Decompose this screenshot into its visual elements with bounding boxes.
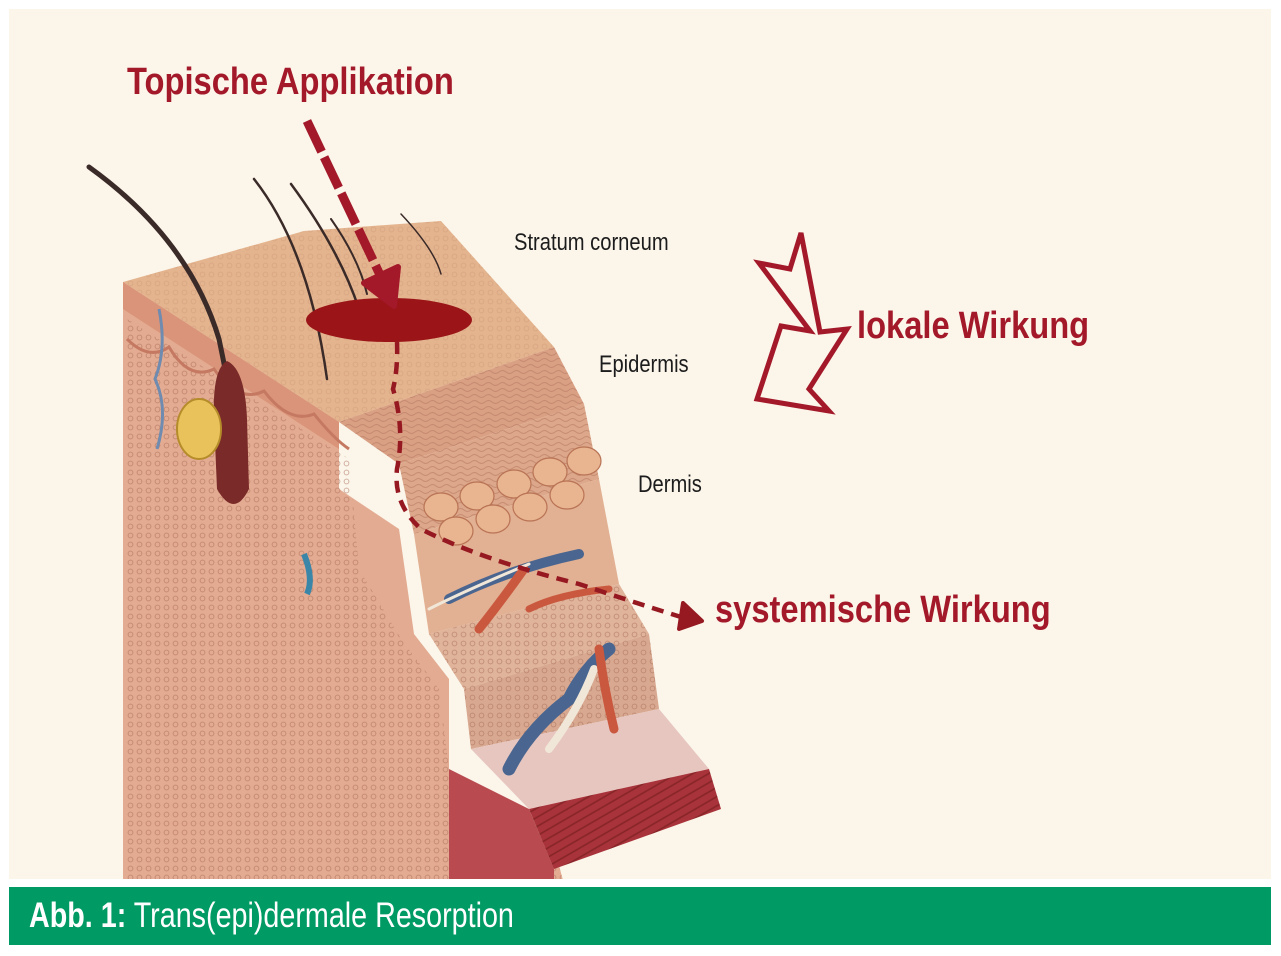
sebaceous-gland: [176, 398, 222, 460]
local-effect-label: lokale Wirkung: [857, 305, 1090, 347]
caption-lead: Abb. 1:: [29, 896, 127, 935]
dermis-label: Dermis: [638, 471, 702, 498]
figure-caption: Abb. 1: Trans(epi)dermale Resorption: [29, 896, 514, 936]
caption-text: Trans(epi)dermale Resorption: [126, 896, 514, 935]
local-effect-arrow: [753, 232, 852, 415]
topical-application-label: Topische Applikation: [127, 61, 454, 103]
topical-arrow: [302, 119, 386, 279]
application-spot: [306, 298, 472, 342]
stratum-corneum-label: Stratum corneum: [514, 229, 669, 256]
epidermis-label: Epidermis: [599, 351, 689, 378]
systemic-path: [390, 341, 682, 620]
caption-bar: Abb. 1: Trans(epi)dermale Resorption: [9, 887, 1271, 945]
systemic-effect-label: systemische Wirkung: [715, 589, 1051, 631]
figure-panel: Topische Applikation lokale Wirkung syst…: [9, 9, 1271, 879]
hair-follicle: [213, 361, 249, 504]
skin-cross-section-diagram: [86, 119, 852, 879]
